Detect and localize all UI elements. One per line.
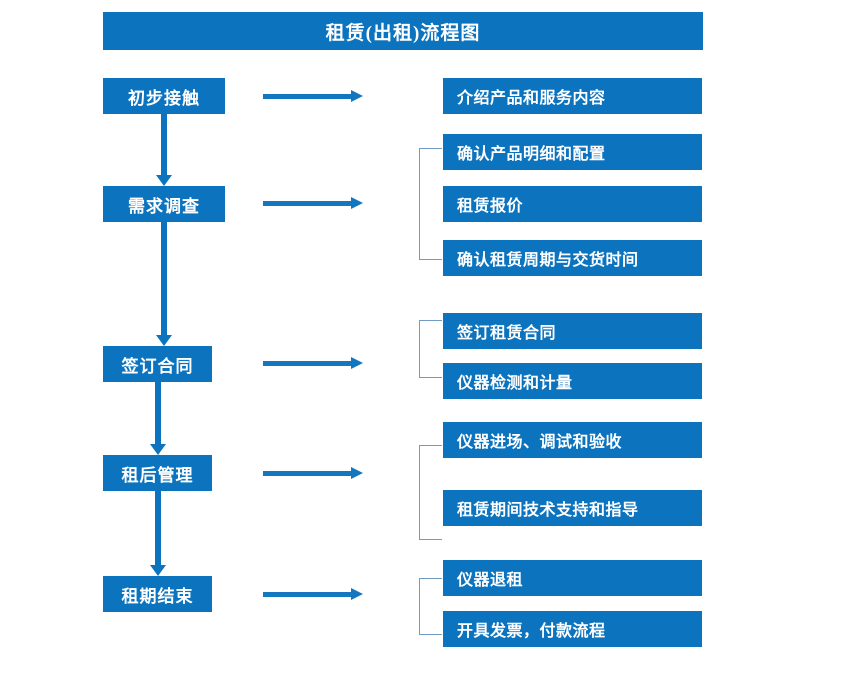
flow-arrow-down-1 (151, 114, 177, 186)
detail-box-instrument-onsite[interactable]: 仪器进场、调试和验收 (443, 422, 702, 458)
branch-arrow-right-1 (263, 89, 363, 103)
flow-arrow-down-3 (145, 382, 171, 455)
detail-box-sign-rental-contract[interactable]: 签订租赁合同 (443, 313, 702, 349)
stage-box-rental-end[interactable]: 租期结束 (103, 576, 212, 612)
group-bracket-post-rental (419, 445, 442, 540)
stage-box-initial-contact[interactable]: 初步接触 (103, 78, 225, 114)
flow-arrow-down-2 (151, 222, 177, 346)
group-bracket-demand-survey (419, 148, 442, 260)
detail-box-confirm-period-delivery[interactable]: 确认租赁周期与交货时间 (443, 240, 702, 276)
group-bracket-rental-end (419, 578, 442, 635)
stage-box-sign-contract[interactable]: 签订合同 (103, 346, 212, 382)
stage-box-post-rental-management[interactable]: 租后管理 (103, 455, 212, 491)
detail-box-confirm-spec[interactable]: 确认产品明细和配置 (443, 134, 702, 170)
detail-box-introduce-products[interactable]: 介绍产品和服务内容 (443, 78, 702, 114)
chart-title: 租赁(出租)流程图 (103, 12, 703, 50)
detail-box-invoice-payment[interactable]: 开具发票，付款流程 (443, 611, 702, 647)
flow-arrow-down-4 (145, 491, 171, 576)
branch-arrow-right-4 (263, 466, 363, 480)
group-bracket-sign-contract (419, 320, 442, 378)
branch-arrow-right-3 (263, 356, 363, 370)
detail-box-technical-support[interactable]: 租赁期间技术支持和指导 (443, 490, 702, 526)
detail-box-rental-quote[interactable]: 租赁报价 (443, 186, 702, 222)
detail-box-instrument-return[interactable]: 仪器退租 (443, 560, 702, 596)
branch-arrow-right-5 (263, 587, 363, 601)
stage-box-demand-survey[interactable]: 需求调查 (103, 186, 225, 222)
detail-box-instrument-inspection[interactable]: 仪器检测和计量 (443, 363, 702, 399)
branch-arrow-right-2 (263, 196, 363, 210)
